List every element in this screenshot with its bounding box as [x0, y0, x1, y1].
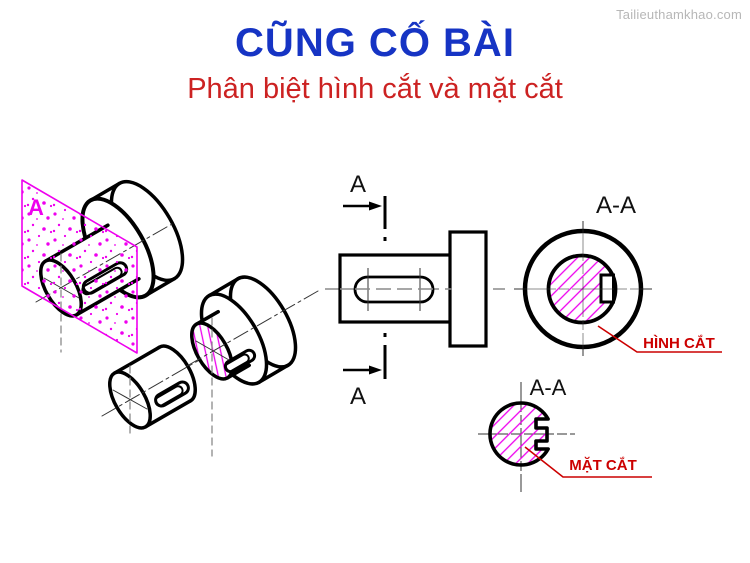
watermark: Tailieuthamkhao.com	[616, 7, 742, 22]
callout-label-hinh-cat: HÌNH CẮT	[643, 334, 715, 352]
cutting-plane	[21, 179, 138, 354]
section-line-label-bottom: A	[350, 383, 366, 410]
flange-rectangle	[448, 230, 488, 348]
arrowhead-bottom	[369, 365, 382, 375]
page-subtitle: Phân biệt hình cắt và mặt cắt	[187, 73, 563, 105]
callout-leader-mat-cat	[524, 446, 652, 478]
isometric-exploded-front-half	[101, 344, 209, 438]
callout-label-mat-cat: MẶT CẮT	[569, 456, 637, 474]
isometric-assembled-view: A	[21, 179, 185, 354]
keyway-slot-front-half	[154, 380, 190, 408]
shaft-cross-section-hatched	[488, 401, 550, 467]
cutting-plane-label: A	[28, 195, 44, 220]
isometric-exploded-rear-half	[186, 275, 319, 457]
keyway-slot-rear-half	[223, 348, 257, 374]
callout-leader-hinh-cat	[597, 325, 722, 353]
section-line-label-top: A	[350, 171, 366, 198]
iso-cut-face-hatched	[190, 321, 234, 381]
section-view-title: A-A	[596, 192, 636, 219]
section-line-arrow-bottom: A	[343, 333, 387, 410]
arrowhead-top	[369, 201, 382, 211]
cross-section-title: A-A	[530, 375, 567, 400]
orthographic-front-view: A A	[325, 171, 505, 410]
page-title: CŨNG CỐ BÀI	[235, 21, 515, 65]
section-line-arrow-top: A	[343, 171, 387, 241]
cross-section-mat-cat: A-A MẶT CẮT	[478, 375, 652, 492]
section-view-hinh-cat: A-A HÌNH CẮT	[514, 192, 722, 356]
